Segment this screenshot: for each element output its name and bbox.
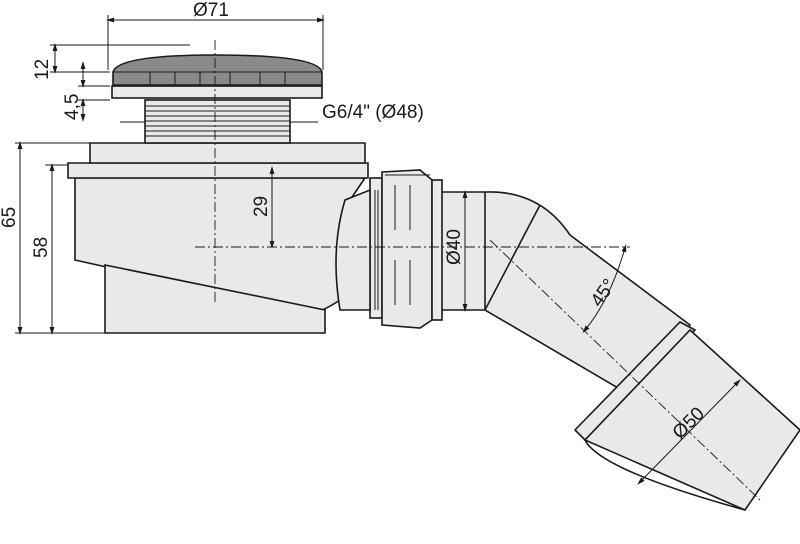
dim-flange-height: 4,5 xyxy=(62,94,83,120)
drain-cap xyxy=(111,54,323,99)
dim-cap-diameter: Ø71 xyxy=(193,0,229,21)
dim-outlet-diameter: Ø40 xyxy=(444,229,465,265)
threaded-neck xyxy=(144,99,291,144)
elbow-pipe xyxy=(439,191,800,511)
dim-thread: G6/4" (Ø48) xyxy=(322,102,424,123)
dim-outlet-axis-height: 29 xyxy=(251,196,272,217)
dimension-lines xyxy=(15,15,741,485)
union-nut xyxy=(369,169,443,329)
dim-cap-height: 12 xyxy=(32,59,53,80)
dim-body-height: 58 xyxy=(31,237,52,258)
trap-body xyxy=(67,142,371,334)
dim-total-height: 65 xyxy=(0,207,20,228)
